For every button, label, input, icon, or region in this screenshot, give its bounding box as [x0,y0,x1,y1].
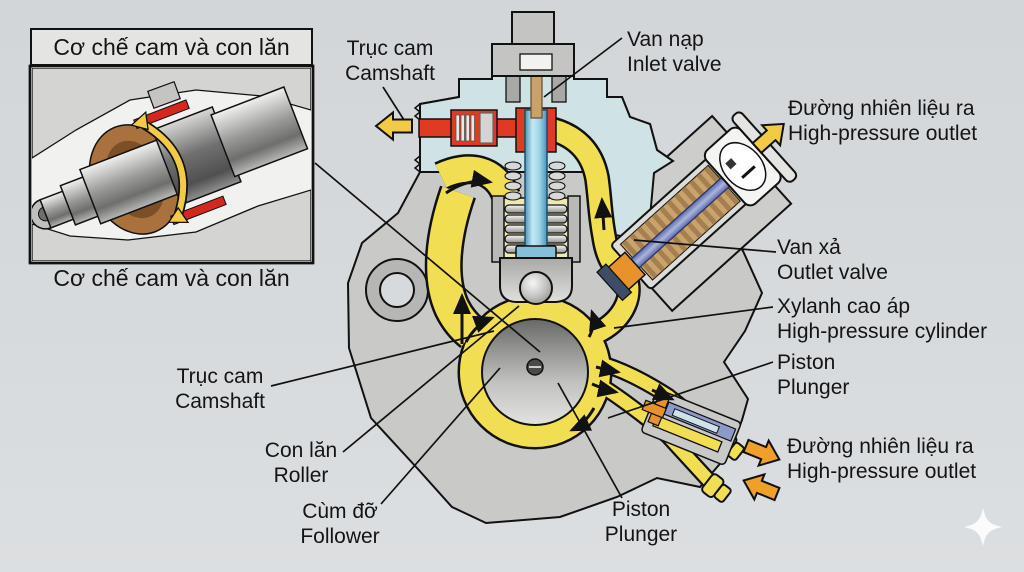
label-outlet-top-vi: Đường nhiên liệu ra [788,97,975,120]
inset-camshaft [32,86,309,235]
label-hp-cylinder: Xylanh cao áp High-pressure cylinder [777,294,987,344]
label-camshaft-bottom-vi: Trục cam [176,365,264,388]
valve-spring-coils [504,161,566,201]
label-roller-vi: Con lăn [264,439,338,462]
label-follower-en: Follower [300,525,380,548]
label-inlet-valve-en: Inlet valve [627,53,722,76]
label-roller: Con lăn Roller [251,438,351,488]
camshaft-cam [481,318,589,426]
label-camshaft-top-en: Camshaft [345,62,435,85]
mounting-ear [365,258,429,322]
inset-illustration [28,64,315,265]
label-outlet-bottom: Đường nhiên liệu ra High-pressure outlet [787,434,976,484]
label-piston-right-vi: Piston [777,351,836,374]
inlet-valve-fitting [491,11,575,103]
label-follower-vi: Cùm đỡ [302,500,378,523]
label-camshaft-bottom-en: Camshaft [175,390,265,413]
label-piston-right: Piston Plunger [777,350,849,400]
outlet-arrow-in [737,466,784,508]
outlet-valve-assembly [596,111,798,302]
label-piston-bottom: Piston Plunger [591,497,691,547]
label-piston-right-en: Plunger [777,376,850,399]
return-line [418,107,557,153]
label-outlet-top-en: High-pressure outlet [788,122,978,145]
label-outlet-top: Đường nhiên liệu ra High-pressure outlet [788,96,977,146]
label-hp-cylinder-en: High-pressure cylinder [777,320,988,343]
label-piston-bottom-en: Plunger [604,523,678,546]
label-roller-en: Roller [273,464,329,487]
label-hp-cylinder-vi: Xylanh cao áp [777,295,911,318]
label-camshaft-bottom: Trục cam Camshaft [168,364,272,414]
label-follower: Cùm đỡ Follower [290,499,390,549]
sparkle-icon [964,508,1002,546]
thread-marks-top [413,103,422,121]
inset-caption: Cơ chế cam và con lăn [53,265,290,291]
outlet-arrow-out [739,432,786,474]
label-outlet-valve-vi: Van xả [777,236,841,259]
label-camshaft-top: Trục cam Camshaft [338,36,442,86]
label-inlet-valve-vi: Van nạp [627,28,704,51]
label-piston-bottom-vi: Piston [611,498,671,521]
leader-lines [270,37,777,505]
label-camshaft-top-vi: Trục cam [346,37,434,60]
label-outlet-valve-en: Outlet valve [777,261,888,284]
label-outlet-bottom-vi: Đường nhiên liệu ra [787,435,974,458]
thread-marks-bottom [413,155,422,173]
label-inlet-valve: Van nạp Inlet valve [627,27,722,77]
label-outlet-valve: Van xả Outlet valve [777,235,888,285]
roller-wheel [519,271,553,305]
delivery-valve-assembly [641,389,742,465]
oscillation-arrow [142,122,187,216]
inset-title: Cơ chế cam và con lăn [30,28,313,66]
label-outlet-bottom-en: High-pressure outlet [787,460,977,483]
camshaft-return-arrow [375,111,413,141]
